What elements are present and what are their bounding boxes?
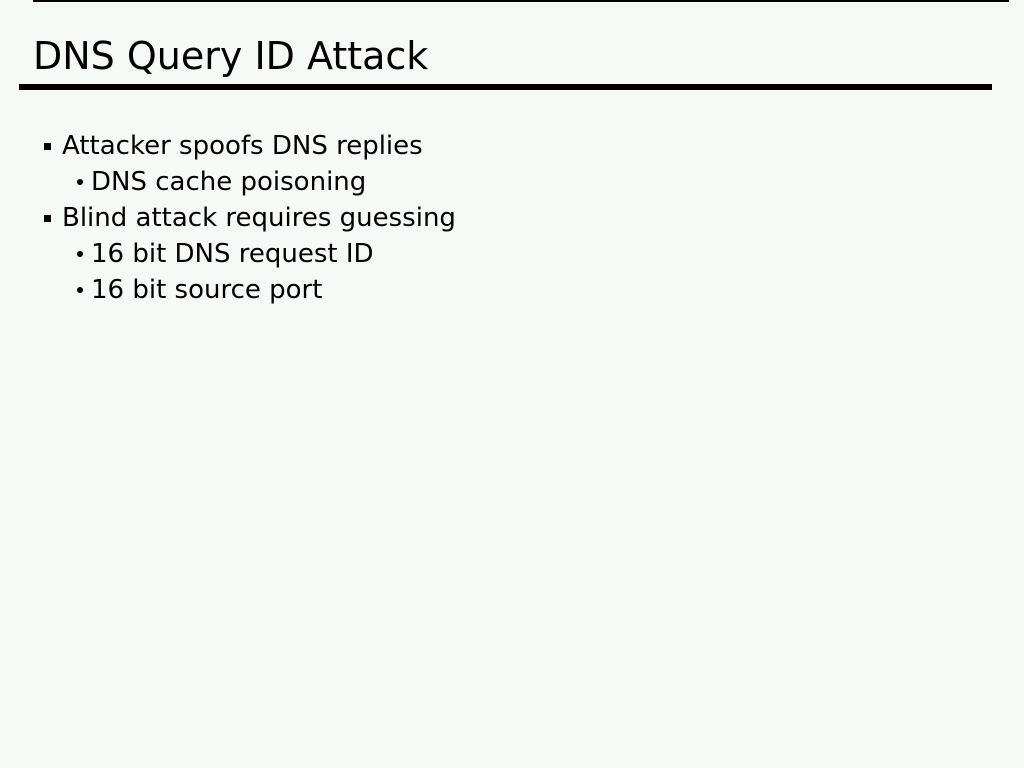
top-border-line: [33, 0, 1009, 2]
square-bullet-icon: [44, 142, 51, 150]
dot-bullet-icon: [77, 251, 83, 257]
title-underline-rule: [19, 84, 992, 90]
bullet-item: 16 bit source port: [0, 272, 1024, 308]
bullet-item: DNS cache poisoning: [0, 164, 1024, 200]
slide-title: DNS Query ID Attack: [33, 34, 429, 78]
bullet-text: Attacker spoofs DNS replies: [62, 131, 423, 161]
bullet-text: 16 bit source port: [91, 275, 323, 305]
bullet-text: 16 bit DNS request ID: [91, 239, 374, 269]
bullet-item: Attacker spoofs DNS replies: [0, 128, 1024, 164]
square-bullet-icon: [44, 214, 51, 222]
dot-bullet-icon: [77, 179, 83, 185]
bullet-item: 16 bit DNS request ID: [0, 236, 1024, 272]
bullet-text: Blind attack requires guessing: [62, 203, 456, 233]
bullet-text: DNS cache poisoning: [91, 167, 367, 197]
bullet-item: Blind attack requires guessing: [0, 200, 1024, 236]
dot-bullet-icon: [77, 287, 83, 293]
